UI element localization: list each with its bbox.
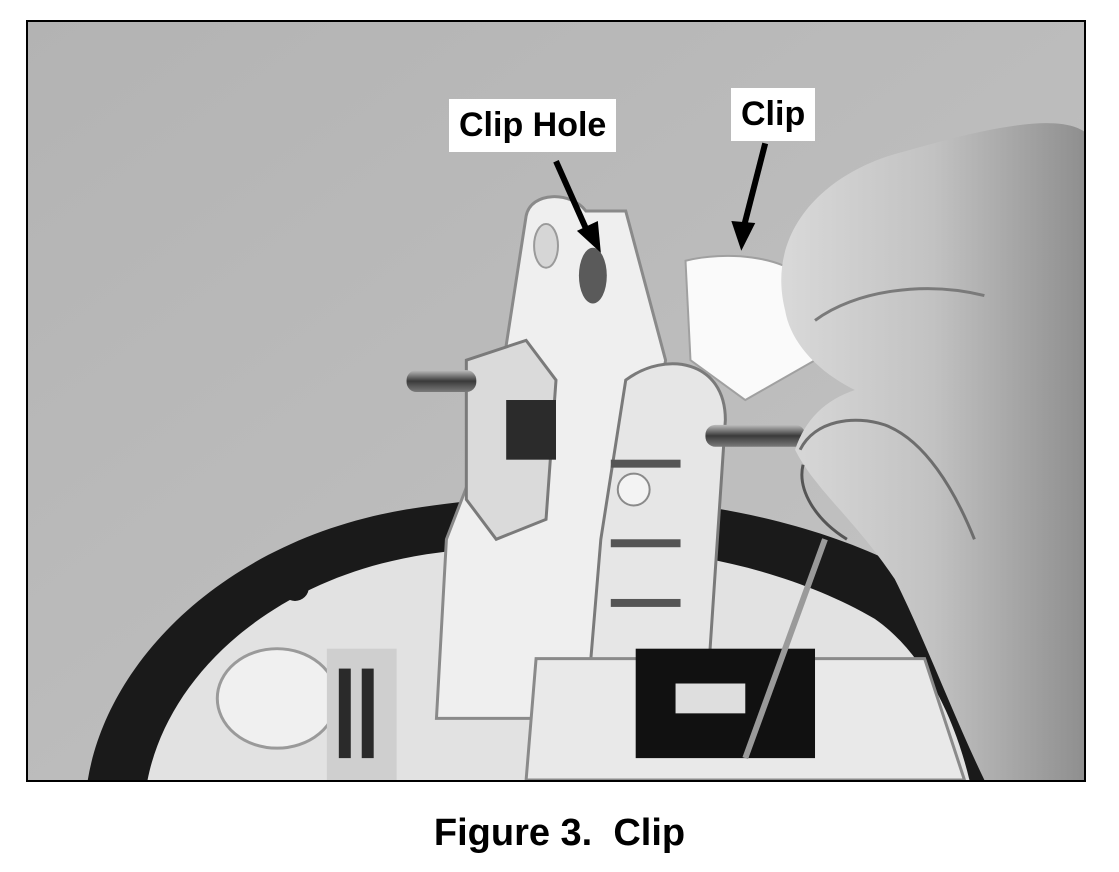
spring-wire [742,538,828,760]
callout-clip-hole: Clip Hole [449,99,617,152]
axle-pin-left [406,370,477,393]
rib [610,459,681,468]
bracket-window [506,400,556,460]
bracket-slot [361,668,374,759]
bracket-slot [338,668,351,759]
thumb-nail-edge [800,464,848,541]
figure-caption: Figure 3. Clip [433,812,686,854]
clip-arrow [731,142,769,251]
block-insert [675,683,746,714]
knob [215,647,339,750]
bracket-boss [616,472,651,507]
rib [610,598,681,607]
arm-boss [533,222,559,269]
callout-clip: Clip [731,88,816,141]
clip-hole-arrow [553,160,601,253]
axle-pin-right [705,424,806,447]
hand [781,123,1084,780]
clip-hole [578,247,607,304]
screw-head [281,573,309,601]
rib [610,539,681,548]
finger-crease [814,287,985,322]
figure-frame: Clip Hole Clip [26,20,1086,782]
finger-crease [798,418,976,540]
